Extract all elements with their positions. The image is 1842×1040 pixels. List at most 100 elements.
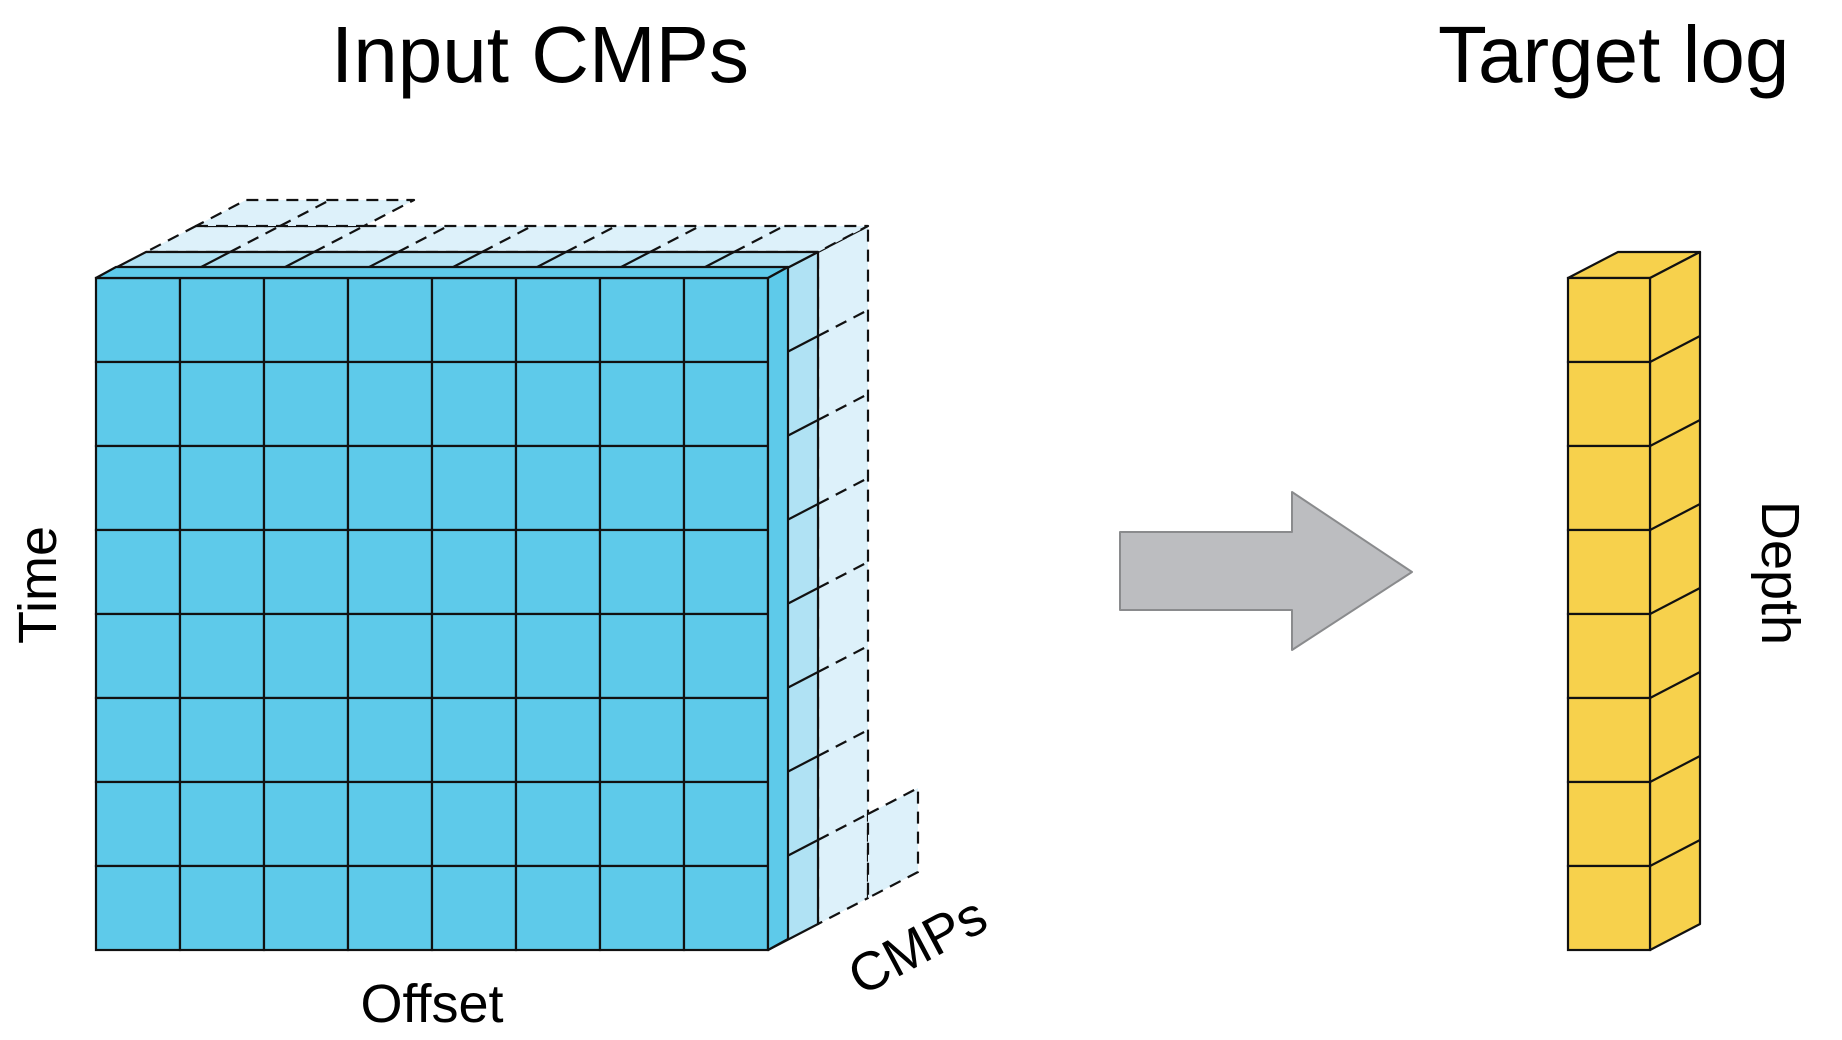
cube-cell — [598, 360, 686, 448]
input-cmps-cube — [94, 198, 920, 952]
cube-layer3-top-line — [481, 225, 533, 253]
cube-cell — [262, 444, 350, 532]
cube-layer3-top-line — [565, 225, 617, 253]
cube-cell — [430, 612, 518, 700]
cube-layer3-side-line — [817, 561, 869, 589]
cube-cell — [94, 864, 182, 952]
cube-cell — [514, 276, 602, 364]
cube-cell — [430, 864, 518, 952]
cube-cell — [178, 528, 266, 616]
depth-axis-label: Depth — [1750, 501, 1810, 645]
cube-layer3-side-line — [817, 477, 869, 505]
cube-cell — [178, 780, 266, 868]
log-cell — [1566, 528, 1652, 616]
cube-cell — [514, 360, 602, 448]
title-input-cmps: Input CMPs — [331, 10, 749, 99]
cube-cell — [514, 612, 602, 700]
log-side-divider — [1649, 671, 1701, 699]
cube-cell — [262, 780, 350, 868]
cube-layer3-top-line — [229, 225, 281, 253]
cube-layer3-side-line — [817, 309, 869, 337]
cube-cell — [598, 864, 686, 952]
cube-cell — [94, 612, 182, 700]
cube-cell — [682, 444, 770, 532]
log-cell — [1566, 864, 1652, 952]
cube-cell — [262, 528, 350, 616]
cube-cell — [346, 360, 434, 448]
cube-cell — [682, 780, 770, 868]
cube-cell — [430, 528, 518, 616]
cube-layer3-top-line — [649, 225, 701, 253]
cube-cell — [346, 780, 434, 868]
cube-layer3-side-line — [817, 813, 869, 841]
log-cell — [1566, 780, 1652, 868]
cube-cell — [178, 444, 266, 532]
cube-cell — [682, 612, 770, 700]
offset-axis-label: Offset — [360, 974, 503, 1034]
title-target-log: Target log — [1438, 10, 1789, 99]
cube-cell — [514, 528, 602, 616]
cube-cell — [94, 444, 182, 532]
cube-cell — [514, 444, 602, 532]
log-side-divider — [1649, 503, 1701, 531]
transform-arrow — [1119, 491, 1413, 651]
cube-cell — [262, 612, 350, 700]
cube-cell — [682, 276, 770, 364]
cube-cell — [178, 360, 266, 448]
cube-cell — [598, 276, 686, 364]
cube-ghost-top-tab-line — [279, 199, 331, 227]
cube-cell — [598, 612, 686, 700]
cube-layer1-side — [766, 265, 790, 952]
cube-ghost-bottom-tab — [866, 786, 920, 900]
cube-layer3-top-line — [733, 225, 785, 253]
log-cell — [1566, 612, 1652, 700]
log-cell — [1566, 444, 1652, 532]
log-cell — [1566, 360, 1652, 448]
cube-cell — [262, 696, 350, 784]
cube-cell — [94, 528, 182, 616]
cube-layer3-top-line — [313, 225, 365, 253]
cube-cell — [514, 780, 602, 868]
cube-cell — [94, 360, 182, 448]
log-cell — [1566, 696, 1652, 784]
cube-cell — [346, 696, 434, 784]
cube-cell — [178, 612, 266, 700]
cube-cell — [430, 276, 518, 364]
arrow-shape — [1119, 491, 1413, 651]
cube-cell — [94, 780, 182, 868]
cube-layer3-side-line — [817, 645, 869, 673]
cube-cell — [598, 528, 686, 616]
cube-cell — [346, 276, 434, 364]
cube-cell — [598, 444, 686, 532]
target-log-column — [1566, 250, 1702, 952]
cube-cell — [346, 444, 434, 532]
cube-cell — [178, 696, 266, 784]
cube-cell — [262, 360, 350, 448]
cube-cell — [430, 780, 518, 868]
log-side-divider — [1649, 335, 1701, 363]
cube-cell — [94, 276, 182, 364]
cube-cell — [94, 696, 182, 784]
cube-cell — [262, 276, 350, 364]
cube-cell — [346, 612, 434, 700]
log-side-divider — [1649, 839, 1701, 867]
cube-cell — [598, 696, 686, 784]
cube-cell — [430, 696, 518, 784]
cube-layer3-side-line — [817, 393, 869, 421]
time-axis-label: Time — [8, 526, 68, 644]
cmps-axis-label: CMPs — [839, 885, 997, 1007]
cube-cell — [346, 864, 434, 952]
cube-cell — [682, 864, 770, 952]
cube-layer3-side-line — [817, 729, 869, 757]
log-side-divider — [1649, 587, 1701, 615]
cube-layer1-top — [94, 265, 790, 280]
log-side-divider — [1649, 755, 1701, 783]
cube-cell — [178, 864, 266, 952]
cube-cell — [682, 696, 770, 784]
cube-cell — [682, 360, 770, 448]
cube-cell — [682, 528, 770, 616]
cube-cell — [178, 276, 266, 364]
cube-cell — [514, 696, 602, 784]
log-cell — [1566, 276, 1652, 364]
